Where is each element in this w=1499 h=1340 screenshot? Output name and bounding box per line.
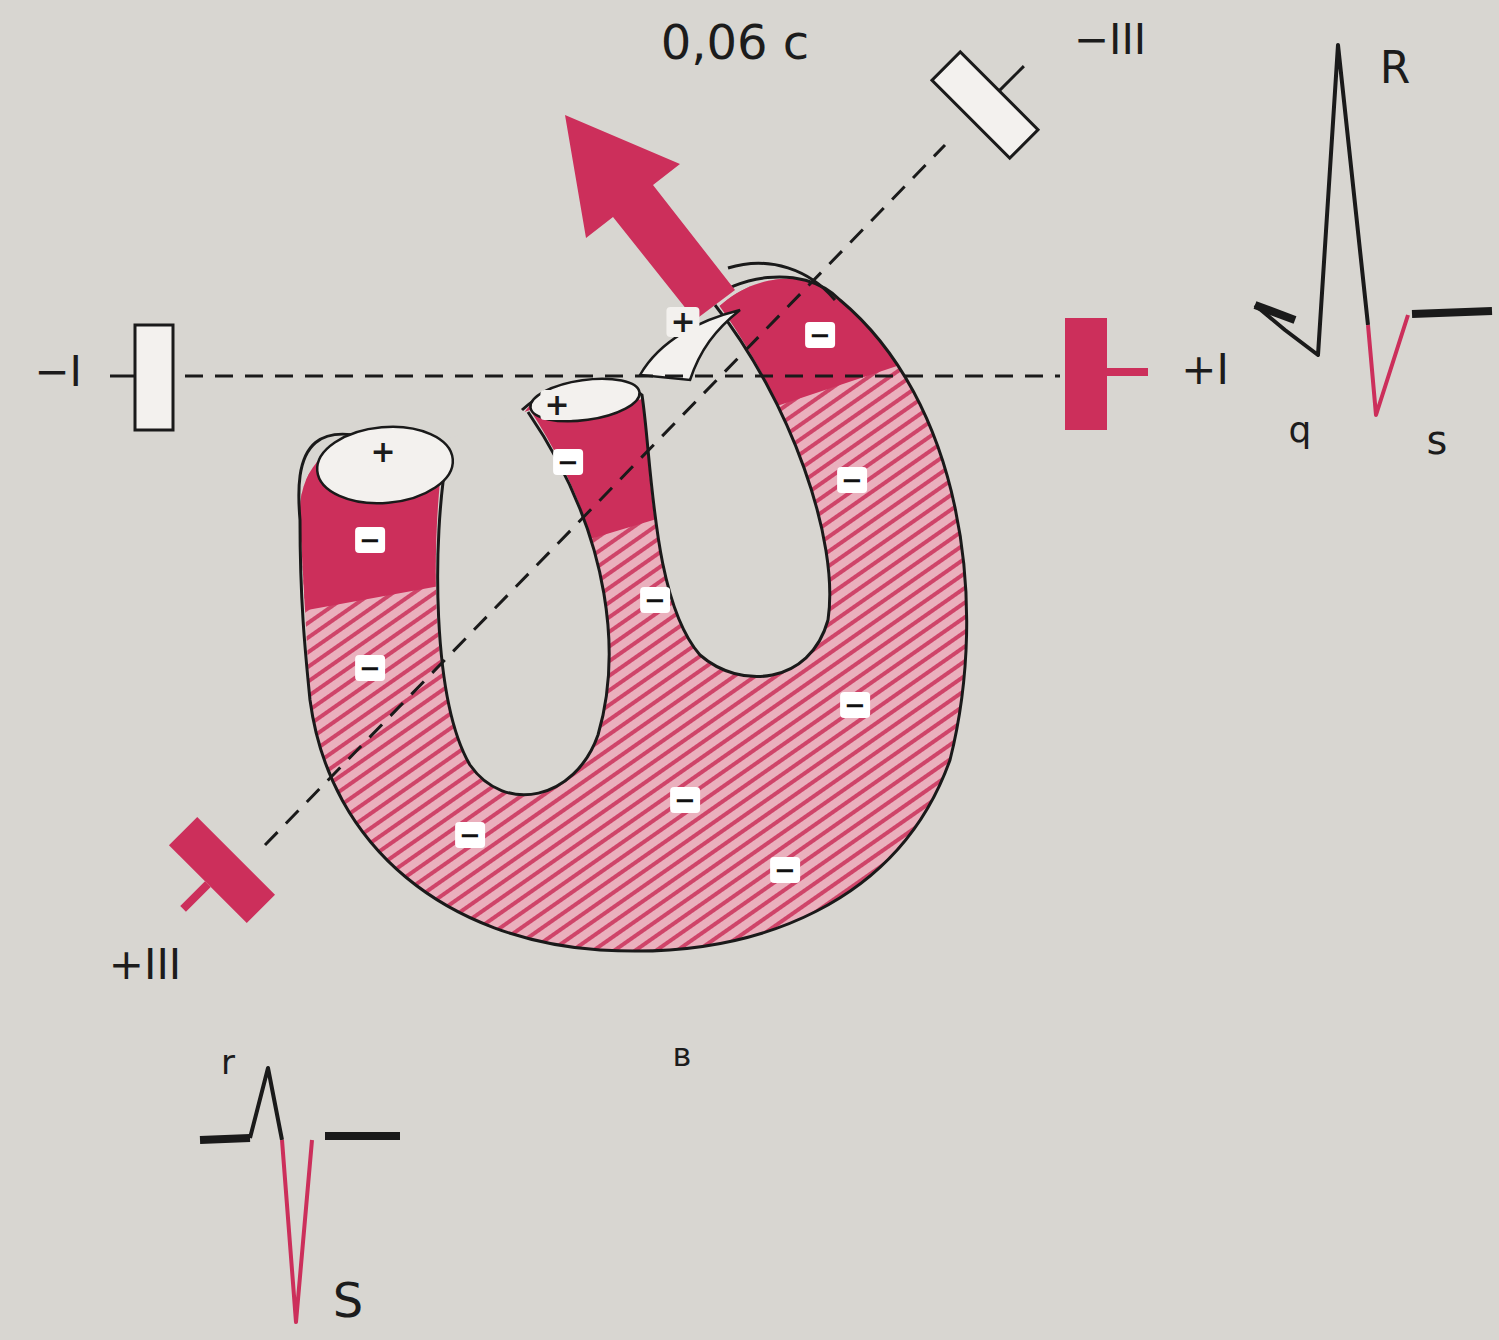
- charge-sign: −: [670, 787, 700, 813]
- wave-label: S: [333, 1276, 363, 1324]
- charge-sign: −: [770, 857, 800, 883]
- wave-label: s: [1427, 420, 1448, 460]
- charge-sign: −: [840, 692, 870, 718]
- lead-label: +III: [109, 944, 181, 986]
- charge-sign: +: [366, 437, 399, 467]
- charge-sign: −: [640, 587, 670, 613]
- charge-sign: −: [805, 322, 835, 348]
- charge-sign: +: [540, 390, 573, 420]
- charge-sign: −: [355, 655, 385, 681]
- panel-letter: в: [673, 1039, 692, 1071]
- lead-label: −I: [34, 351, 82, 393]
- wave-label: R: [1380, 46, 1411, 90]
- time-label: 0,06 с: [661, 18, 810, 66]
- charge-sign: −: [837, 467, 867, 493]
- lead-label: −III: [1074, 19, 1146, 61]
- lead-label: +I: [1181, 349, 1229, 391]
- charge-sign: −: [553, 449, 583, 475]
- charge-sign: −: [355, 527, 385, 553]
- charge-sign: +: [666, 307, 699, 337]
- wave-label: r: [221, 1045, 235, 1079]
- wave-label: q: [1289, 412, 1312, 448]
- charge-sign: −: [455, 822, 485, 848]
